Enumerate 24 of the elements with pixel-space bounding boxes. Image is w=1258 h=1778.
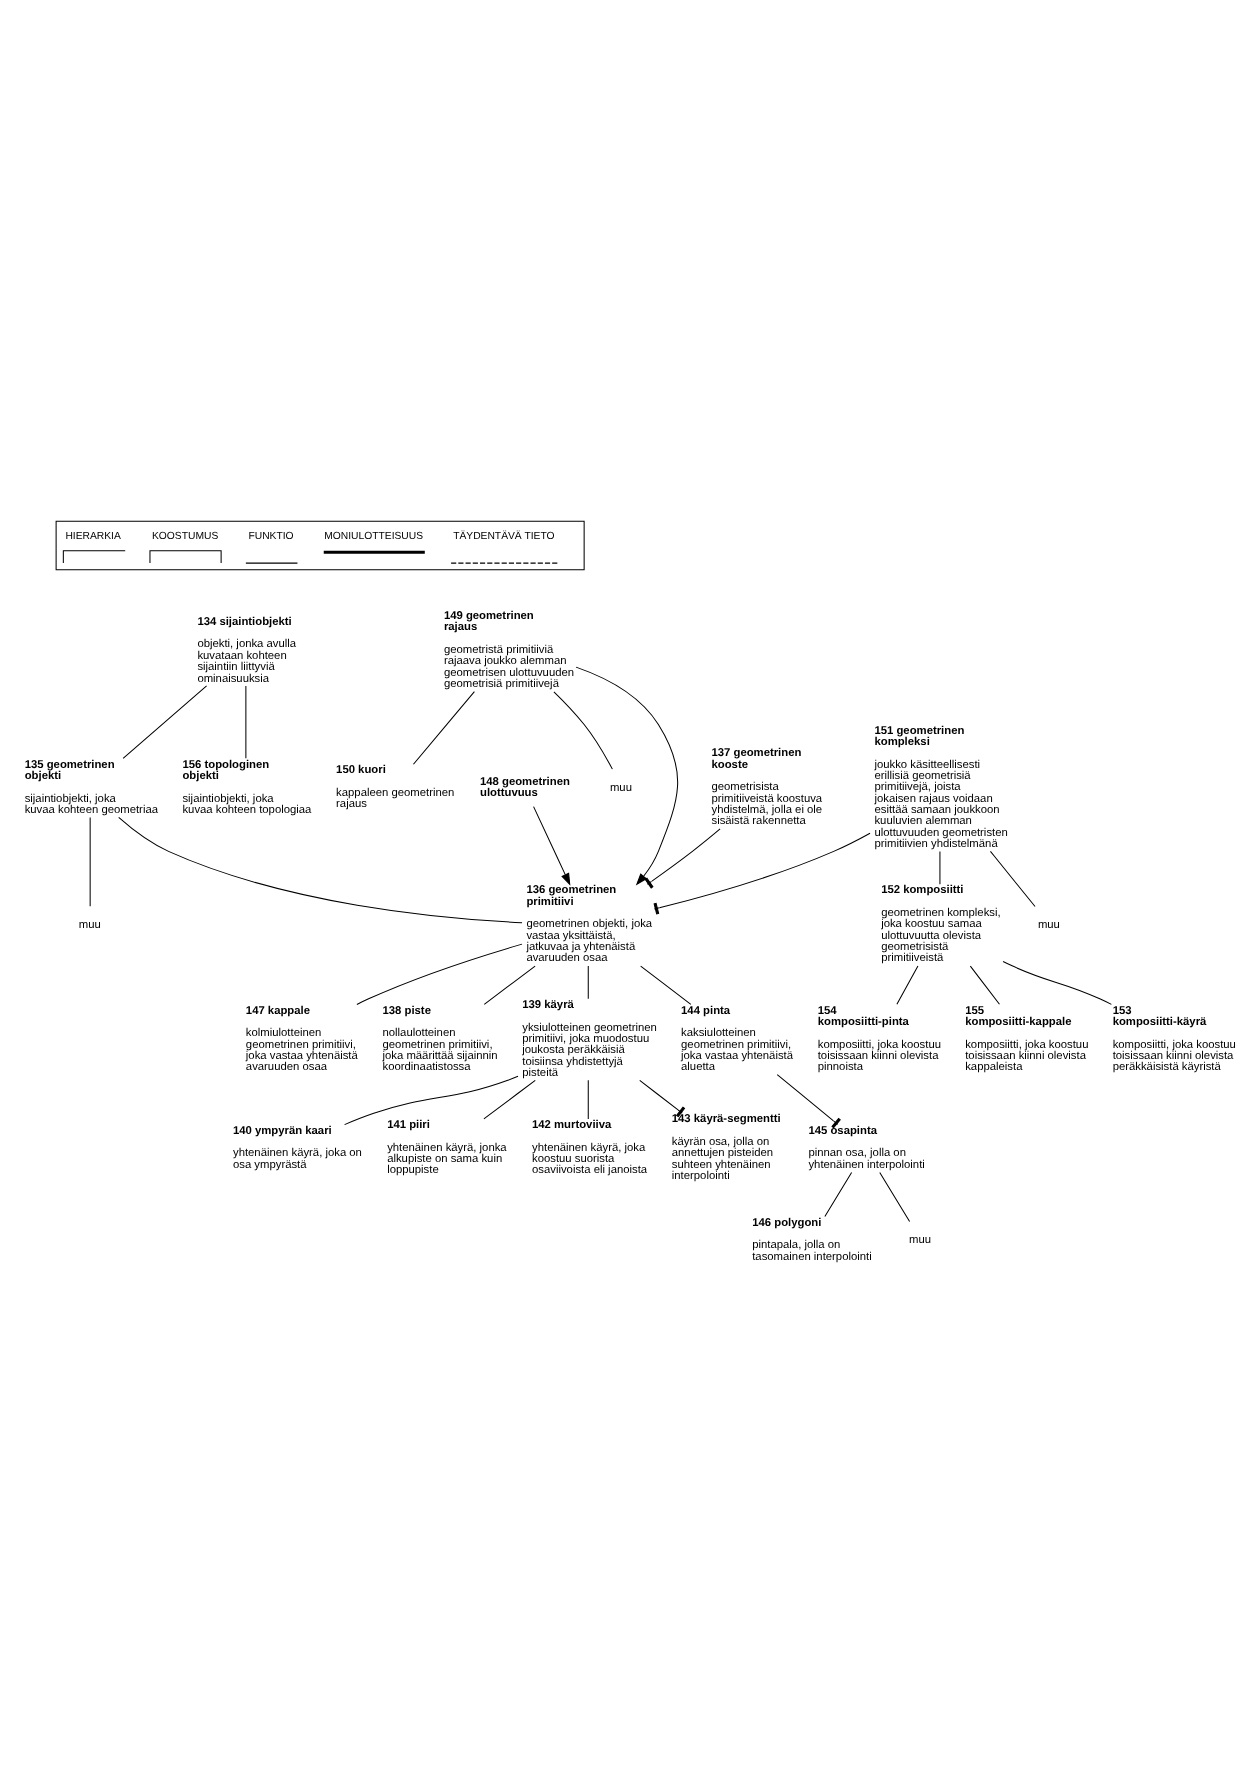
- connector: [587, 965, 589, 1000]
- connector: [587, 1079, 589, 1120]
- connector: [122, 685, 208, 759]
- connector: [969, 965, 1000, 1005]
- connector: [412, 691, 475, 765]
- connector: [824, 1172, 853, 1217]
- connector: [89, 817, 91, 907]
- arrow: [533, 806, 571, 886]
- connector: [118, 816, 523, 924]
- connector: [483, 965, 536, 1005]
- arrow: [575, 666, 679, 886]
- connector: [1002, 961, 1112, 1005]
- connector: [776, 1074, 841, 1129]
- connector: [879, 1172, 911, 1222]
- connector: [896, 965, 919, 1005]
- connector: [640, 965, 692, 1005]
- connector: [639, 1079, 686, 1118]
- connector: [644, 828, 721, 889]
- connector: [553, 691, 613, 770]
- connector: [356, 943, 523, 1005]
- connector: [653, 832, 871, 915]
- connector: [344, 1075, 519, 1126]
- connector: [989, 850, 1036, 908]
- connector: [483, 1079, 536, 1120]
